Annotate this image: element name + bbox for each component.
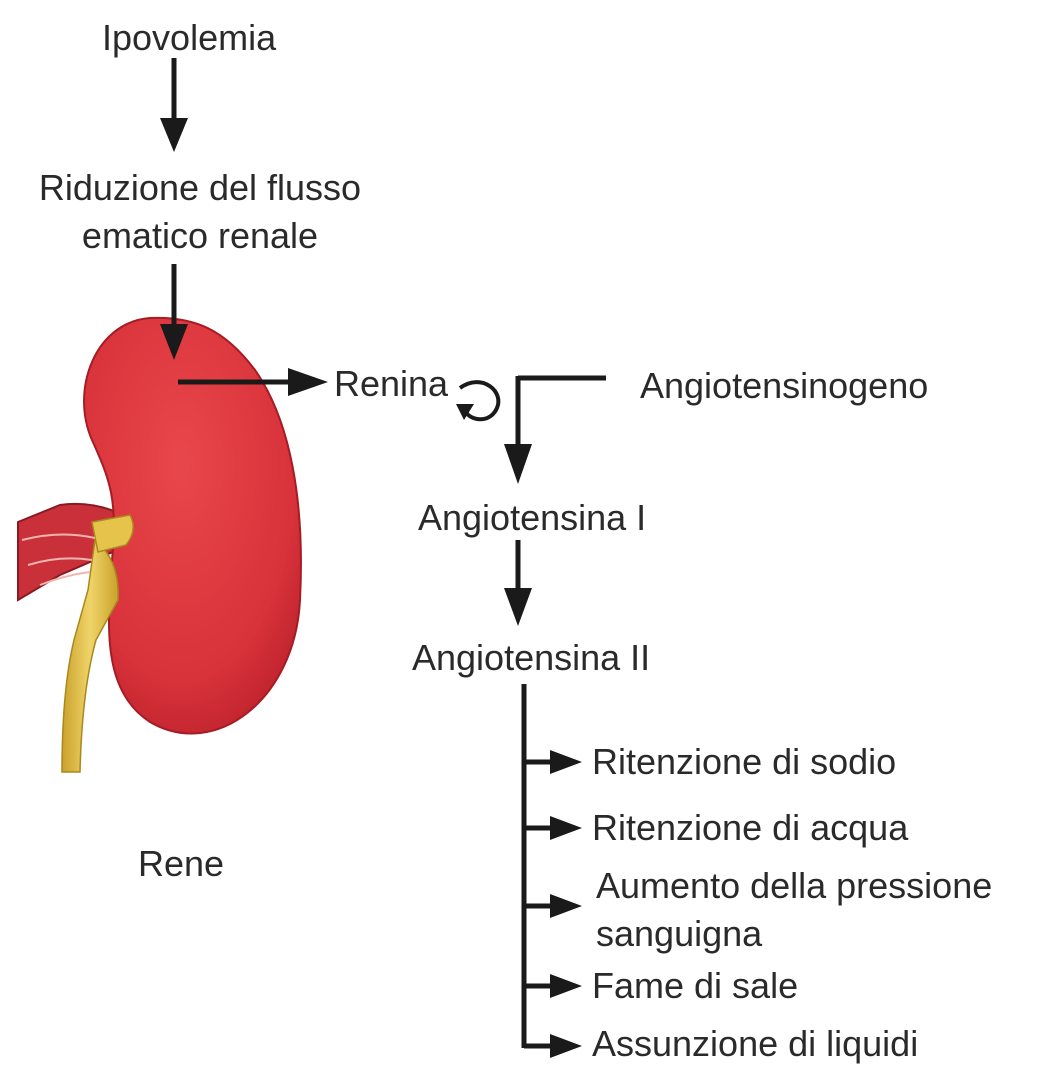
- effect-aumento-pressione-line-2: sanguigna: [596, 910, 762, 958]
- label-renina: Renina: [334, 360, 448, 408]
- arrow-effect-sodio: [524, 750, 582, 774]
- label-riduzione-line-2: ematico renale: [0, 212, 400, 260]
- label-rene: Rene: [138, 840, 224, 888]
- label-angiotensina-1: Angiotensina I: [418, 494, 646, 542]
- arrow-angiotensinogeno-angiotensina-1: [504, 376, 606, 484]
- label-angiotensinogeno: Angiotensinogeno: [640, 362, 928, 410]
- label-ipovolemia: Ipovolemia: [102, 14, 276, 62]
- arrow-effect-acqua: [524, 816, 582, 840]
- arrow-ipovolemia-riduzione: [160, 58, 188, 152]
- effect-fame-di-sale: Fame di sale: [592, 962, 798, 1010]
- effect-assunzione-liquidi: Assunzione di liquidi: [592, 1020, 918, 1068]
- renina-loop-arrow: [456, 382, 498, 420]
- label-angiotensina-2: Angiotensina II: [412, 634, 650, 682]
- arrow-effect-pressione: [524, 894, 582, 918]
- effect-ritenzione-sodio: Ritenzione di sodio: [592, 738, 896, 786]
- arrow-effect-liquidi: [524, 1034, 582, 1058]
- effect-aumento-pressione-line-1: Aumento della pressione: [596, 862, 992, 910]
- label-riduzione-line-1: Riduzione del flusso: [0, 164, 400, 212]
- arrow-angiotensina-1-2: [504, 540, 532, 626]
- effect-ritenzione-acqua: Ritenzione di acqua: [592, 804, 908, 852]
- arrow-effect-sale: [524, 974, 582, 998]
- kidney-illustration: [18, 318, 301, 772]
